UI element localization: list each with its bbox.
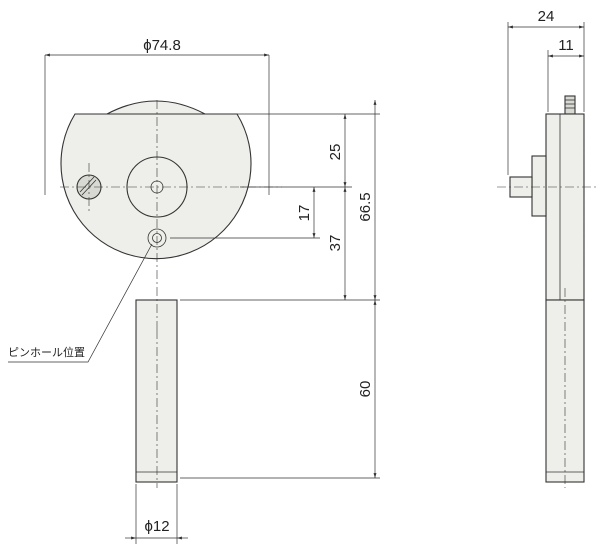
side-view: 24 11 (497, 8, 598, 488)
label-disc-diameter: ϕ74.8 (143, 37, 181, 54)
rod (135, 299, 178, 483)
label-rod-length: 60 (357, 381, 374, 398)
side-screw-head (564, 95, 576, 115)
label-total-width: 24 (538, 8, 555, 25)
label-pinhole-position: ピンホール位置 (8, 345, 85, 359)
side-plate (545, 113, 585, 301)
front-view (60, 100, 282, 488)
screw-slot-2 (79, 176, 95, 193)
label-disc-height: 66.5 (357, 192, 374, 221)
label-upper: 25 (327, 144, 344, 161)
label-lower: 37 (327, 235, 344, 252)
pinhole (147, 228, 167, 248)
side-boss (531, 155, 547, 217)
label-rod-diameter: ϕ12 (144, 518, 169, 535)
disc-top-bump (106, 100, 206, 115)
front-dimensions: ϕ74.8 25 17 37 66.5 60 ϕ12 ピンホール位置 (8, 37, 380, 544)
pinhole-leader (8, 243, 153, 363)
label-plate-width: 11 (558, 37, 574, 54)
label-offset: 17 (296, 205, 313, 222)
